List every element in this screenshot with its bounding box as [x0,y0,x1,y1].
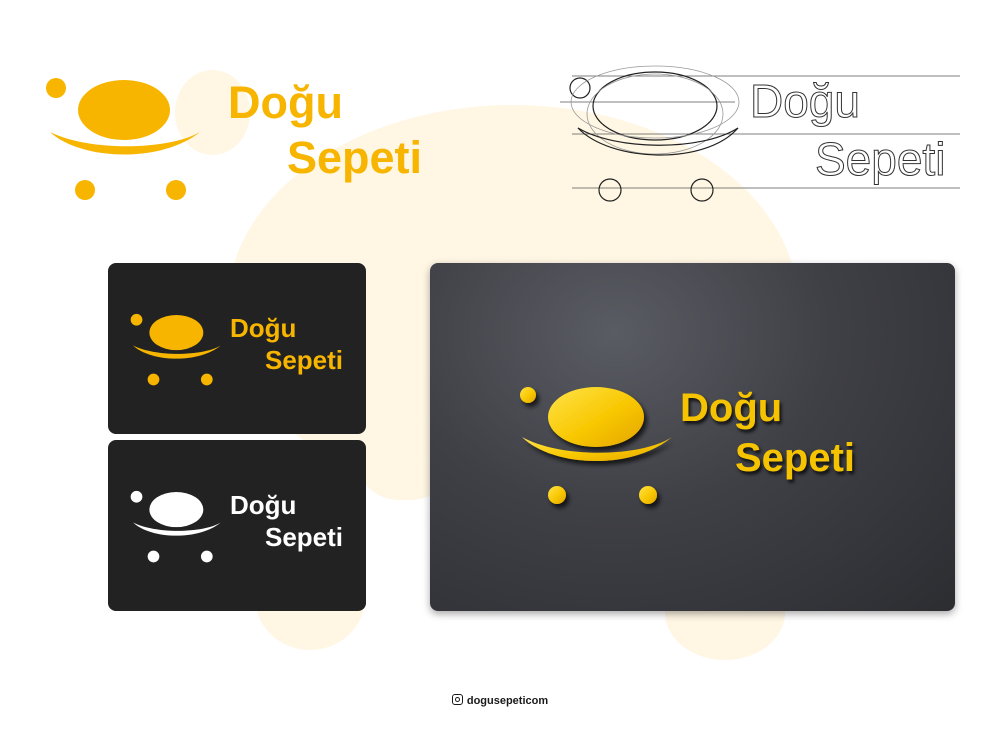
brand-name-line2: Sepeti [735,436,856,480]
brand-name-line1: Doğu [228,77,343,128]
instagram-handle[interactable]: dogusepeticom [466,695,549,707]
basket-logo-icon [46,78,200,200]
brand-name-outline-line2: Sepeti [814,133,946,185]
dark-card-white-logo: Doğu Sepeti [108,440,366,611]
brand-name-line2: Sepeti [265,345,344,375]
brand-name-outline-line1: Doğu [750,75,861,127]
brand-name-line2: Sepeti [287,132,423,183]
basket-logo-3d-icon [520,387,672,504]
brand-name-line1: Doğu [230,313,297,343]
brand-name-line2: Sepeti [265,522,344,552]
background-shape [175,70,250,155]
brand-name-line1: Doğu [680,386,783,430]
brand-name-line1: Doğu [230,490,297,520]
footer: dogusepeticom [0,694,1000,707]
instagram-icon [451,694,463,705]
dark-card-yellow-logo: Doğu Sepeti [108,263,366,434]
basket-logo-icon [130,313,221,386]
wall-mockup: Doğu Sepeti [430,263,955,611]
basket-logo-icon [130,490,221,563]
logo-construction-sketch [560,65,960,202]
